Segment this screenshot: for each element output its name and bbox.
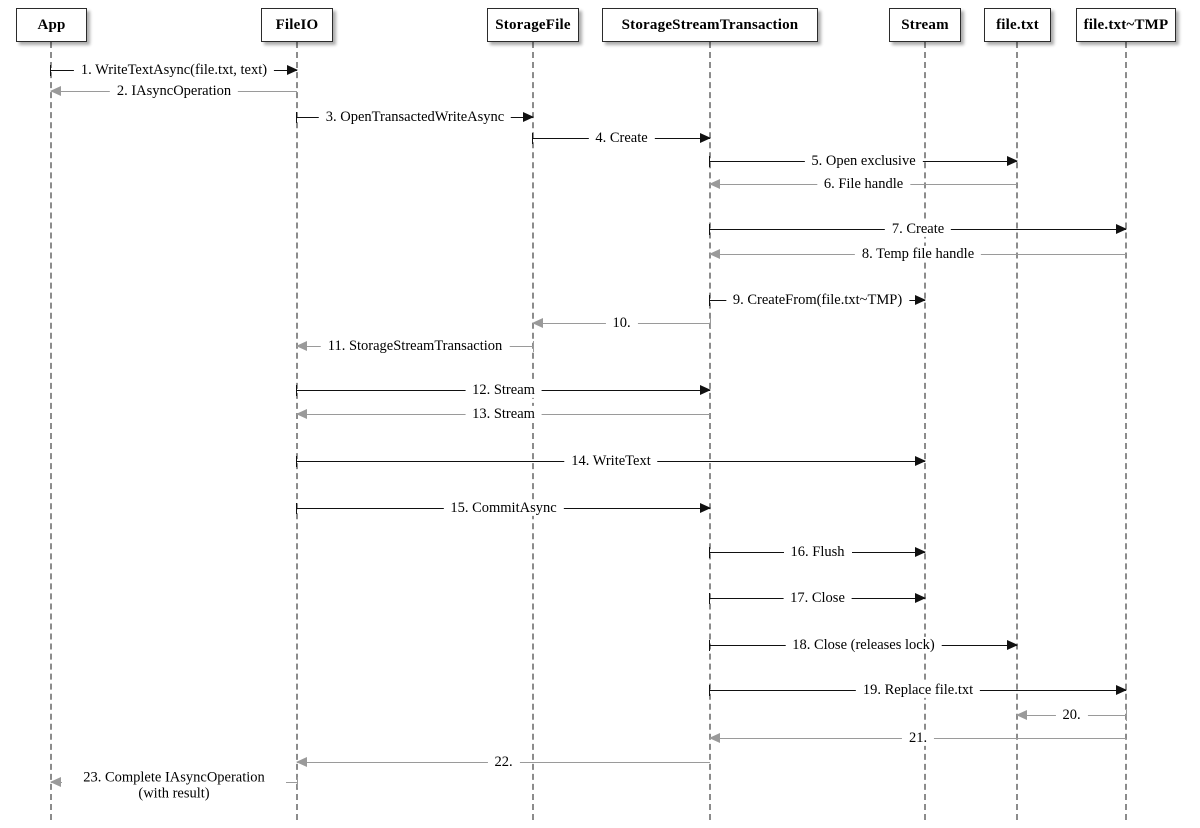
message-tail-stub: [50, 65, 51, 76]
lifeline-sfile: [532, 42, 534, 820]
arrow-head-icon: [296, 409, 307, 419]
message-tail-stub: [709, 295, 710, 306]
message-label-4: 4. Create: [588, 129, 655, 147]
message-label-16: 16. Flush: [783, 543, 852, 561]
lifeline-sst: [709, 42, 711, 820]
message-label-1: 1. WriteTextAsync(file.txt, text): [73, 61, 275, 79]
arrow-head-icon: [50, 777, 61, 787]
arrow-head-icon: [1016, 710, 1027, 720]
message-tail-stub: [296, 112, 297, 123]
message-tail-stub: [296, 503, 297, 514]
message-label-12: 12. Stream: [465, 381, 542, 399]
message-tail-stub: [709, 593, 710, 604]
message-label-22: 22.: [487, 753, 520, 771]
arrow-head-icon: [700, 385, 711, 395]
lifeline-header-fileio[interactable]: FileIO: [261, 8, 333, 42]
arrow-head-icon: [700, 503, 711, 513]
message-tail-stub: [709, 640, 710, 651]
message-label-5: 5. Open exclusive: [804, 152, 923, 170]
lifeline-header-sfile[interactable]: StorageFile: [487, 8, 579, 42]
message-label-15: 15. CommitAsync: [443, 499, 564, 517]
message-tail-stub: [709, 547, 710, 558]
arrow-head-icon: [1116, 224, 1127, 234]
message-label-11: 11. StorageStreamTransaction: [320, 337, 510, 355]
message-tail-stub: [296, 456, 297, 467]
message-label-7: 7. Create: [884, 220, 952, 238]
message-tail-stub: [709, 224, 710, 235]
message-label-10: 10.: [605, 314, 638, 332]
message-label-17: 17. Close: [783, 589, 852, 607]
message-label-20: 20.: [1055, 706, 1088, 724]
message-label-14: 14. WriteText: [564, 452, 658, 470]
arrow-head-icon: [1007, 156, 1018, 166]
lifeline-file: [1016, 42, 1018, 820]
message-tail-stub: [709, 156, 710, 167]
lifeline-app: [50, 42, 52, 820]
lifeline-stream: [924, 42, 926, 820]
lifeline-header-app[interactable]: App: [16, 8, 87, 42]
message-tail-stub: [532, 133, 533, 144]
arrow-head-icon: [915, 547, 926, 557]
message-label-6: 6. File handle: [816, 175, 911, 193]
arrow-head-icon: [523, 112, 534, 122]
message-label-2: 2. IAsyncOperation: [109, 82, 239, 100]
lifeline-fileio: [296, 42, 298, 820]
lifeline-header-sst[interactable]: StorageStreamTransaction: [602, 8, 818, 42]
arrow-head-icon: [296, 341, 307, 351]
message-tail-stub: [709, 685, 710, 696]
arrow-head-icon: [700, 133, 711, 143]
arrow-head-icon: [915, 295, 926, 305]
lifeline-header-stream[interactable]: Stream: [889, 8, 961, 42]
arrow-head-icon: [709, 733, 720, 743]
arrow-head-icon: [709, 249, 720, 259]
message-tail-stub: [710, 318, 711, 329]
lifeline-header-tmp[interactable]: file.txt~TMP: [1076, 8, 1176, 42]
lifeline-tmp: [1125, 42, 1127, 820]
message-tail-stub: [533, 341, 534, 352]
arrow-head-icon: [287, 65, 298, 75]
arrow-head-icon: [1116, 685, 1127, 695]
arrow-head-icon: [296, 757, 307, 767]
arrow-head-icon: [1007, 640, 1018, 650]
message-label-8: 8. Temp file handle: [854, 245, 982, 263]
arrow-head-icon: [915, 456, 926, 466]
arrow-head-icon: [709, 179, 720, 189]
message-label-21: 21.: [901, 729, 935, 747]
message-label-18: 18. Close (releases lock): [785, 636, 942, 654]
message-tail-stub: [297, 777, 298, 788]
message-label-9: 9. CreateFrom(file.txt~TMP): [725, 291, 910, 309]
arrow-head-icon: [915, 593, 926, 603]
message-label-3: 3. OpenTransactedWriteAsync: [318, 108, 512, 126]
message-label-19: 19. Replace file.txt: [855, 681, 981, 699]
lifeline-header-file[interactable]: file.txt: [984, 8, 1051, 42]
message-tail-stub: [1126, 710, 1127, 721]
message-label-13: 13. Stream: [465, 405, 542, 423]
message-tail-stub: [296, 385, 297, 396]
arrow-head-icon: [50, 86, 61, 96]
arrow-head-icon: [532, 318, 543, 328]
message-label-23: 23. Complete IAsyncOperation(with result…: [62, 769, 286, 803]
